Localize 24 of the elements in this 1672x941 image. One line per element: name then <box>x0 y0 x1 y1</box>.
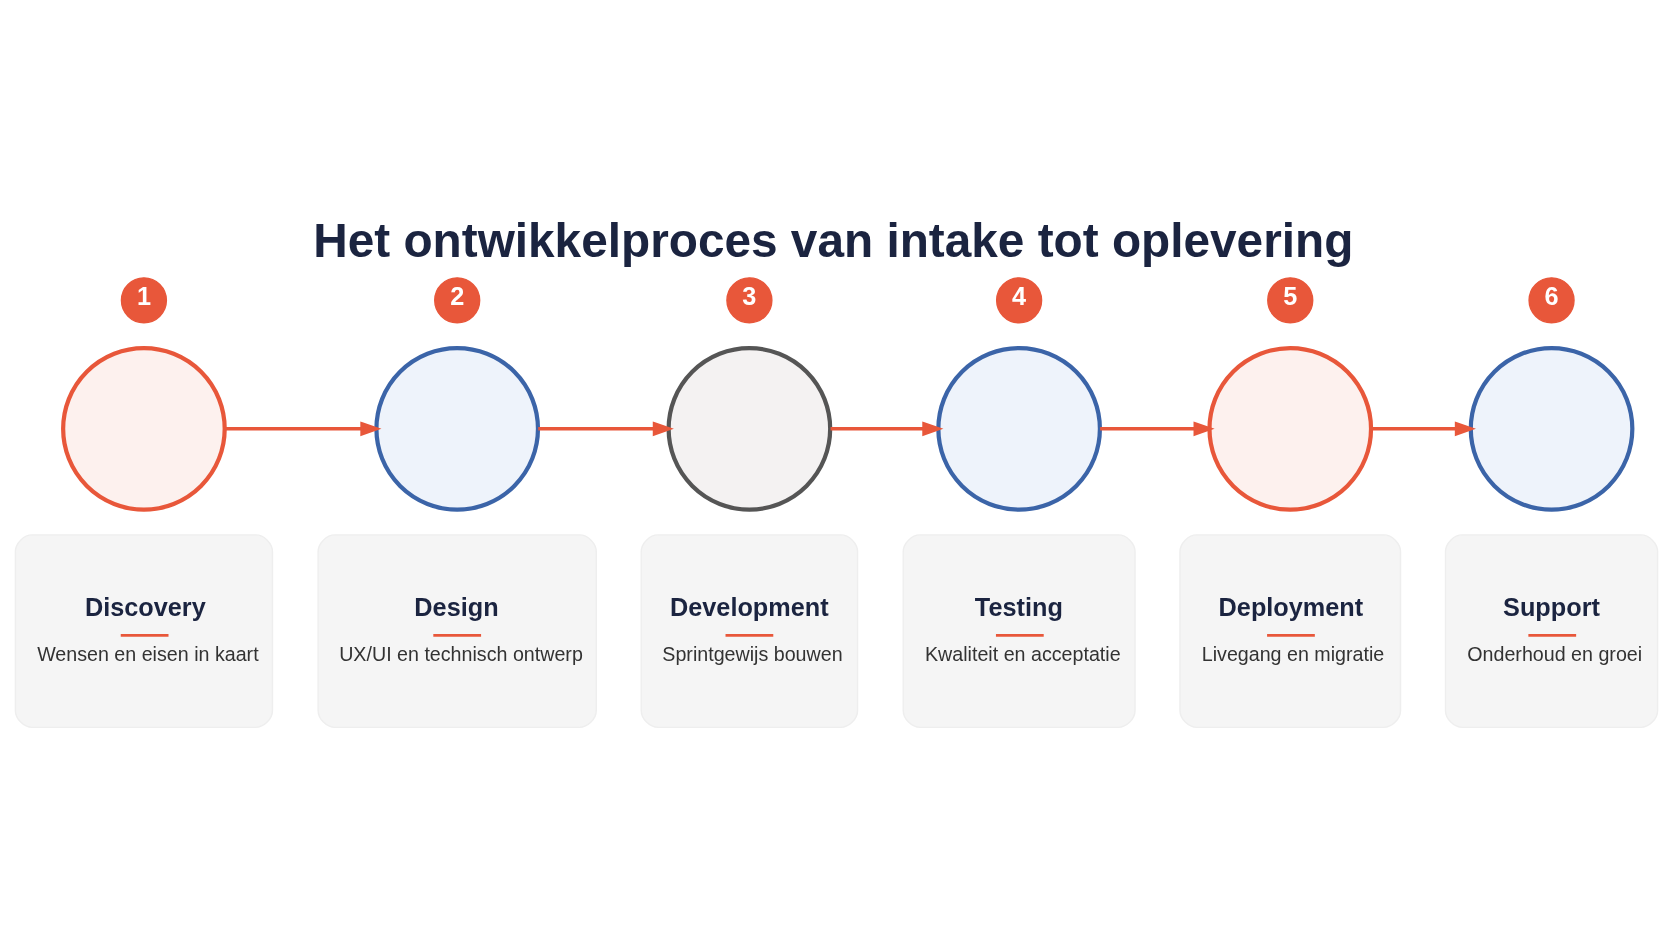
node-box: Design UX/UI en technisch ontwerp <box>316 533 597 728</box>
arrow <box>1370 420 1476 436</box>
arrow <box>830 420 943 436</box>
node-circle <box>935 345 1102 512</box>
node-circle: 4 <box>995 276 1042 323</box>
node-circle: 1 <box>120 276 167 323</box>
arrow <box>537 420 674 436</box>
node-circle: 3 <box>725 276 773 323</box>
node-box: Support Onderhoud en groei <box>1444 533 1658 728</box>
node-circle: 6 <box>1527 276 1575 323</box>
node-box: Deployment Livegang en migratie <box>1178 533 1401 728</box>
node-box: Development Sprintgewijs bouwen <box>640 533 858 728</box>
arrow <box>1099 420 1215 436</box>
diagram-title: Het ontwikkelproces van intake tot oplevering <box>312 213 1353 267</box>
node-circle: 5 <box>1266 276 1313 323</box>
node-circle <box>373 345 540 512</box>
node-box: Testing Kwaliteit en acceptatie <box>902 533 1136 728</box>
node-circle <box>1206 345 1373 512</box>
node-circle <box>1468 345 1634 512</box>
arrow <box>224 420 381 436</box>
node-circle: 2 <box>433 276 480 323</box>
node-box: Discovery Wensen en eisen in kaart <box>14 533 273 728</box>
node-circle <box>666 345 832 512</box>
node-circle <box>60 345 227 512</box>
